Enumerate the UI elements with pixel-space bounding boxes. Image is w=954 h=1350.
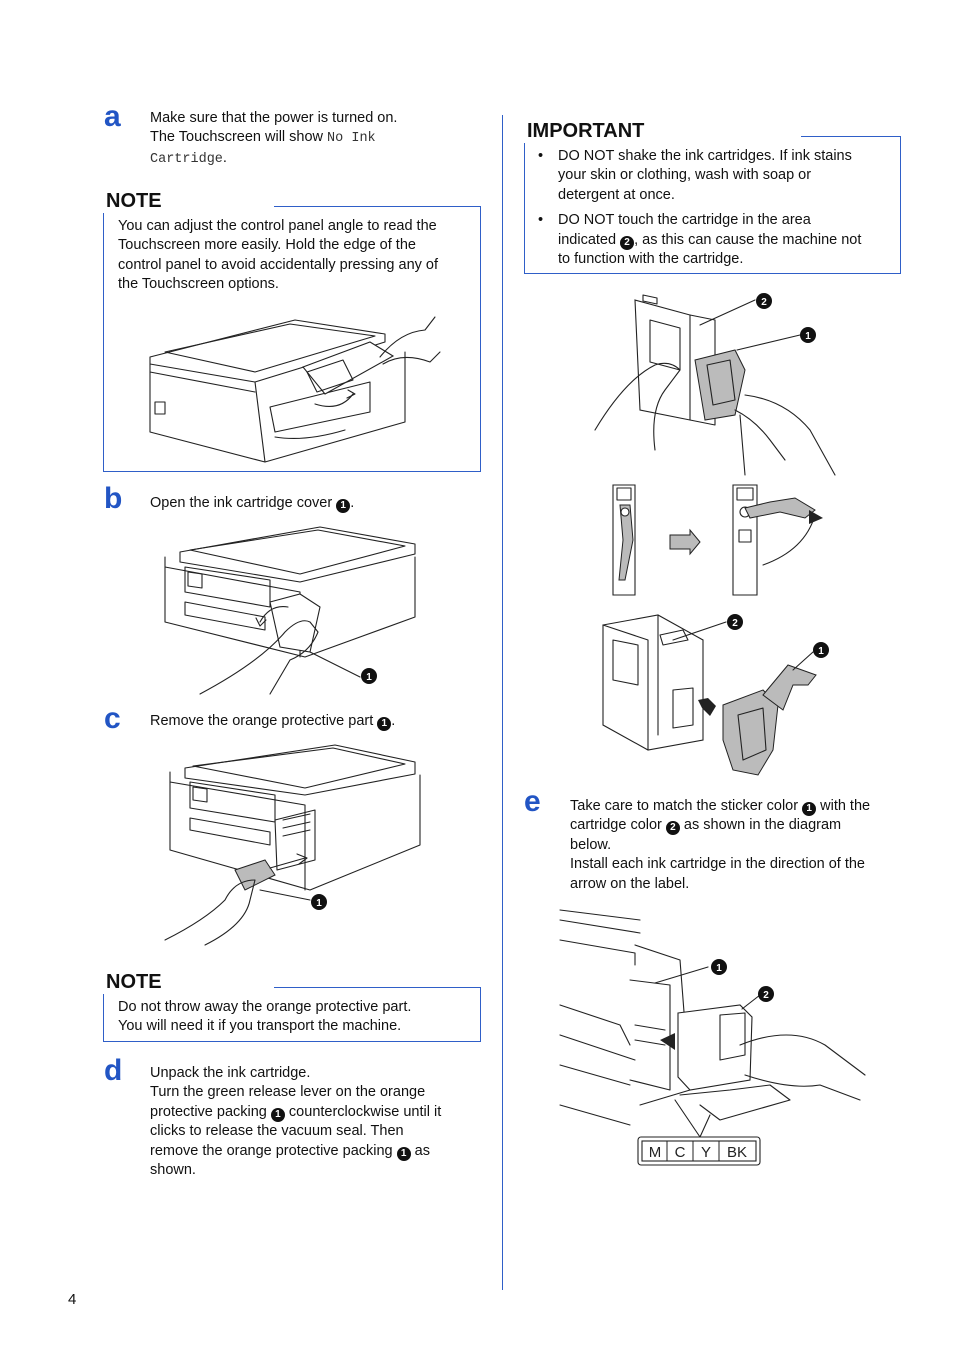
callout-1-icon: 1 <box>802 802 817 816</box>
open-cover-illustration: 1 <box>164 526 416 695</box>
important-title: IMPORTANT <box>524 120 801 143</box>
step-letter-d: d <box>104 1054 123 1087</box>
column-divider <box>502 115 503 1290</box>
step-letter-c: c <box>104 702 121 735</box>
callout-2-icon: 2 <box>665 821 680 836</box>
remove-orange-part-illustration: 1 <box>164 744 421 946</box>
callout-2-icon: 2 <box>620 235 635 250</box>
install-cartridge-illustration: 1 2 M C Y BK <box>559 909 866 1166</box>
color-label-c: C <box>675 1144 686 1161</box>
fig-e-callout-1: 1 <box>716 963 722 974</box>
step-d-text: Unpack the ink cartridge. Turn the green… <box>150 1065 442 1179</box>
color-label-m: M <box>649 1144 662 1161</box>
callout-1-icon: 1 <box>270 1107 285 1122</box>
callout-1-icon: 1 <box>396 1146 411 1161</box>
step-a-screen-message: No Ink <box>327 131 376 147</box>
page-number: 4 <box>68 1291 77 1308</box>
step-c-text: Remove the orange protective part 1. <box>150 713 396 731</box>
note-title-1: NOTE <box>103 190 274 213</box>
step-a-screen-message-2: Cartridge <box>150 151 223 167</box>
step-letter-e: e <box>524 785 541 818</box>
color-label-bk: BK <box>727 1144 747 1161</box>
fig-d-top-callout-1: 1 <box>805 331 811 342</box>
callout-1-icon: 1 <box>336 499 351 513</box>
color-label-y: Y <box>701 1144 711 1161</box>
step-a-line1: Make sure that the power is turned on. <box>150 110 398 126</box>
step-a-text: Make sure that the power is turned on. T… <box>150 109 480 169</box>
separated-packing-illustration: 2 1 <box>602 614 829 776</box>
important-item-1: • DO NOT shake the ink cartridges. If in… <box>538 148 852 203</box>
fig-c-callout: 1 <box>316 898 322 909</box>
note-1-text: You can adjust the control panel angle t… <box>118 218 438 293</box>
cartridge-hands-illustration: 2 1 <box>594 293 836 476</box>
fig-e-callout-2: 2 <box>763 990 769 1001</box>
important-list: • DO NOT shake the ink cartridges. If in… <box>526 147 896 275</box>
step-letter-b: b <box>104 482 123 515</box>
fig-b-callout: 1 <box>366 672 372 683</box>
step-a-line2: The Touchscreen will show <box>150 129 328 146</box>
step-b-text: Open the ink cartridge cover 1. <box>150 495 355 513</box>
note-box-2 <box>103 987 481 1042</box>
step-letter-a: a <box>104 100 121 133</box>
lever-rotation-illustration <box>612 484 823 596</box>
fig-d-top-callout-2: 2 <box>761 297 767 308</box>
fig-d-bottom-callout-2: 2 <box>732 618 738 629</box>
callout-1-icon: 1 <box>377 717 392 731</box>
printer-panel-illustration <box>149 316 441 463</box>
fig-d-bottom-callout-1: 1 <box>818 646 824 657</box>
note-2-text: Do not throw away the orange protective … <box>118 999 412 1035</box>
step-e-text: Take care to match the sticker color 1 w… <box>570 798 871 892</box>
note-title-2: NOTE <box>103 971 274 994</box>
important-item-2: • DO NOT touch the cartridge in the area… <box>538 212 862 268</box>
note-box-1 <box>103 206 481 472</box>
